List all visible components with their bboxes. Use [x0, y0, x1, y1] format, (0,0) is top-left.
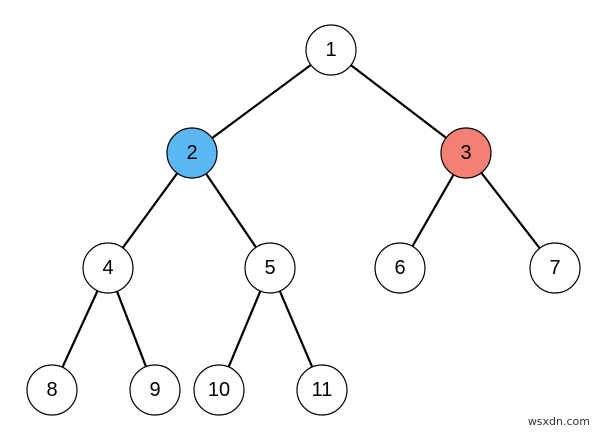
tree-node-9: 9	[129, 364, 181, 416]
tree-node-7: 7	[529, 242, 581, 294]
node-label-8: 8	[46, 379, 57, 401]
node-circle-10	[193, 364, 245, 416]
tree-node-3: 3	[440, 127, 492, 179]
node-label-11: 11	[312, 379, 333, 401]
tree-node-2: 2	[166, 127, 218, 179]
node-label-1: 1	[325, 39, 336, 61]
tree-edge-1-3	[330, 49, 467, 154]
node-circle-4	[82, 242, 134, 294]
tree-node-6: 6	[374, 242, 426, 294]
tree-node-8: 8	[26, 364, 78, 416]
node-label-7: 7	[549, 257, 560, 279]
tree-node-5: 5	[244, 242, 296, 294]
node-circle-1	[305, 24, 357, 76]
node-label-5: 5	[264, 257, 275, 279]
tree-node-4: 4	[82, 242, 134, 294]
node-label-4: 4	[102, 257, 113, 279]
tree-edge-1-2	[191, 49, 332, 154]
node-label-9: 9	[149, 379, 160, 401]
tree-node-10: 10	[193, 364, 245, 416]
node-label-10: 10	[208, 379, 230, 401]
tree-node-11: 11	[296, 364, 348, 416]
edges-layer	[51, 49, 556, 391]
node-circle-7	[529, 242, 581, 294]
node-label-6: 6	[394, 257, 405, 279]
node-circle-6	[374, 242, 426, 294]
tree-node-1: 1	[305, 24, 357, 76]
node-circle-9	[129, 364, 181, 416]
node-circle-3	[440, 127, 492, 179]
watermark-text: wsxdn.com	[527, 415, 590, 428]
node-circle-8	[26, 364, 78, 416]
nodes-layer: 1 2 3 4 5 6 7 8 9 10 11	[26, 24, 581, 416]
node-circle-2	[166, 127, 218, 179]
node-circle-5	[244, 242, 296, 294]
node-circle-11	[296, 364, 348, 416]
node-label-2: 2	[186, 142, 197, 164]
node-label-3: 3	[460, 142, 471, 164]
